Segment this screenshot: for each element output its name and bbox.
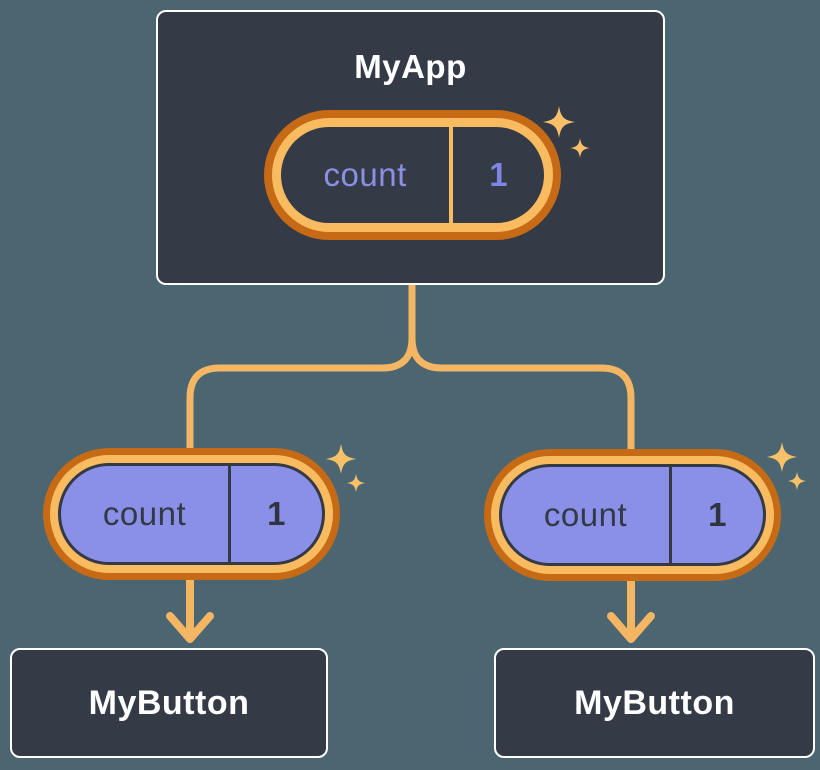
state-name: count xyxy=(323,156,407,193)
arrow-down-icon xyxy=(607,571,655,643)
pill-divider xyxy=(449,127,454,223)
arrow-down-icon xyxy=(166,571,214,643)
pill-divider xyxy=(669,467,673,563)
connector-root-to-right-child xyxy=(408,284,635,456)
component-card-mybutton-right: MyButton xyxy=(494,648,815,758)
prop-value: 1 xyxy=(267,495,286,532)
component-title: MyButton xyxy=(574,683,735,722)
state-value: 1 xyxy=(489,156,509,193)
component-title: MyApp xyxy=(354,48,467,85)
prop-name: count xyxy=(543,496,628,533)
pill-divider xyxy=(228,466,232,562)
sparkle-icon xyxy=(325,443,357,475)
connector-root-to-left-child xyxy=(186,284,416,455)
sparkle-icon xyxy=(766,441,798,473)
sparkle-icon xyxy=(346,473,366,493)
prop-pill-right: count 1 xyxy=(484,449,781,581)
component-title: MyButton xyxy=(88,683,250,722)
prop-value: 1 xyxy=(708,496,727,533)
state-pill-root: count 1 xyxy=(264,110,561,240)
sparkle-icon xyxy=(787,471,807,491)
prop-pill-left: count 1 xyxy=(43,448,340,580)
prop-name: count xyxy=(102,495,187,532)
component-card-mybutton-left: MyButton xyxy=(10,648,328,758)
